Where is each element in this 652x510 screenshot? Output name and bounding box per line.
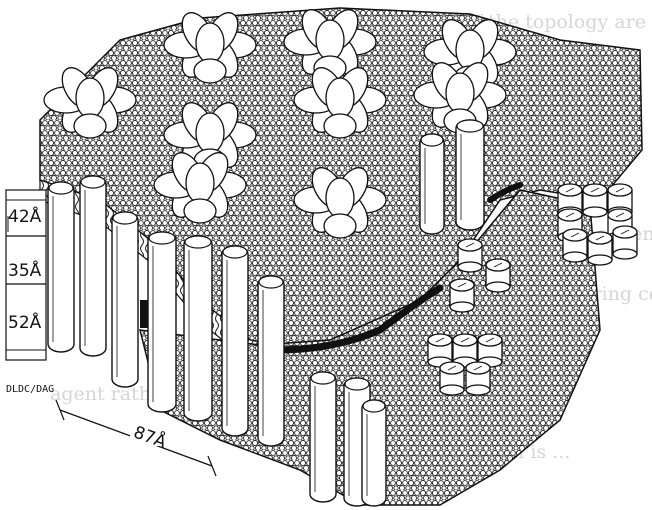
dimension-label-52: 52Å xyxy=(8,311,42,333)
protein-column xyxy=(456,120,484,230)
protein-column xyxy=(420,134,444,234)
protein-column xyxy=(362,400,386,506)
protein-column xyxy=(148,232,176,412)
protein-column xyxy=(310,372,336,502)
protein-column xyxy=(184,236,212,421)
protein-column xyxy=(80,176,106,356)
protein-column xyxy=(258,276,284,446)
cylinder-protein xyxy=(486,259,510,292)
artist-signature: DLDC/DAG xyxy=(6,384,54,395)
cylinder-protein xyxy=(458,239,482,272)
cylinder-protein xyxy=(466,362,490,395)
protein-column xyxy=(48,182,74,352)
cylinder-protein xyxy=(588,232,612,265)
dimension-bar: 42Å 35Å 52Å xyxy=(6,190,46,360)
dimension-label-35: 35Å xyxy=(8,259,42,281)
protein-column xyxy=(112,212,138,387)
cylinder-protein xyxy=(450,279,474,312)
protein-column xyxy=(222,246,248,436)
cylinder-protein xyxy=(613,226,637,259)
dimension-label-42: 42Å xyxy=(8,205,42,227)
cylinder-protein xyxy=(440,362,464,395)
cylinder-protein xyxy=(583,184,607,217)
cylinder-protein xyxy=(563,229,587,262)
